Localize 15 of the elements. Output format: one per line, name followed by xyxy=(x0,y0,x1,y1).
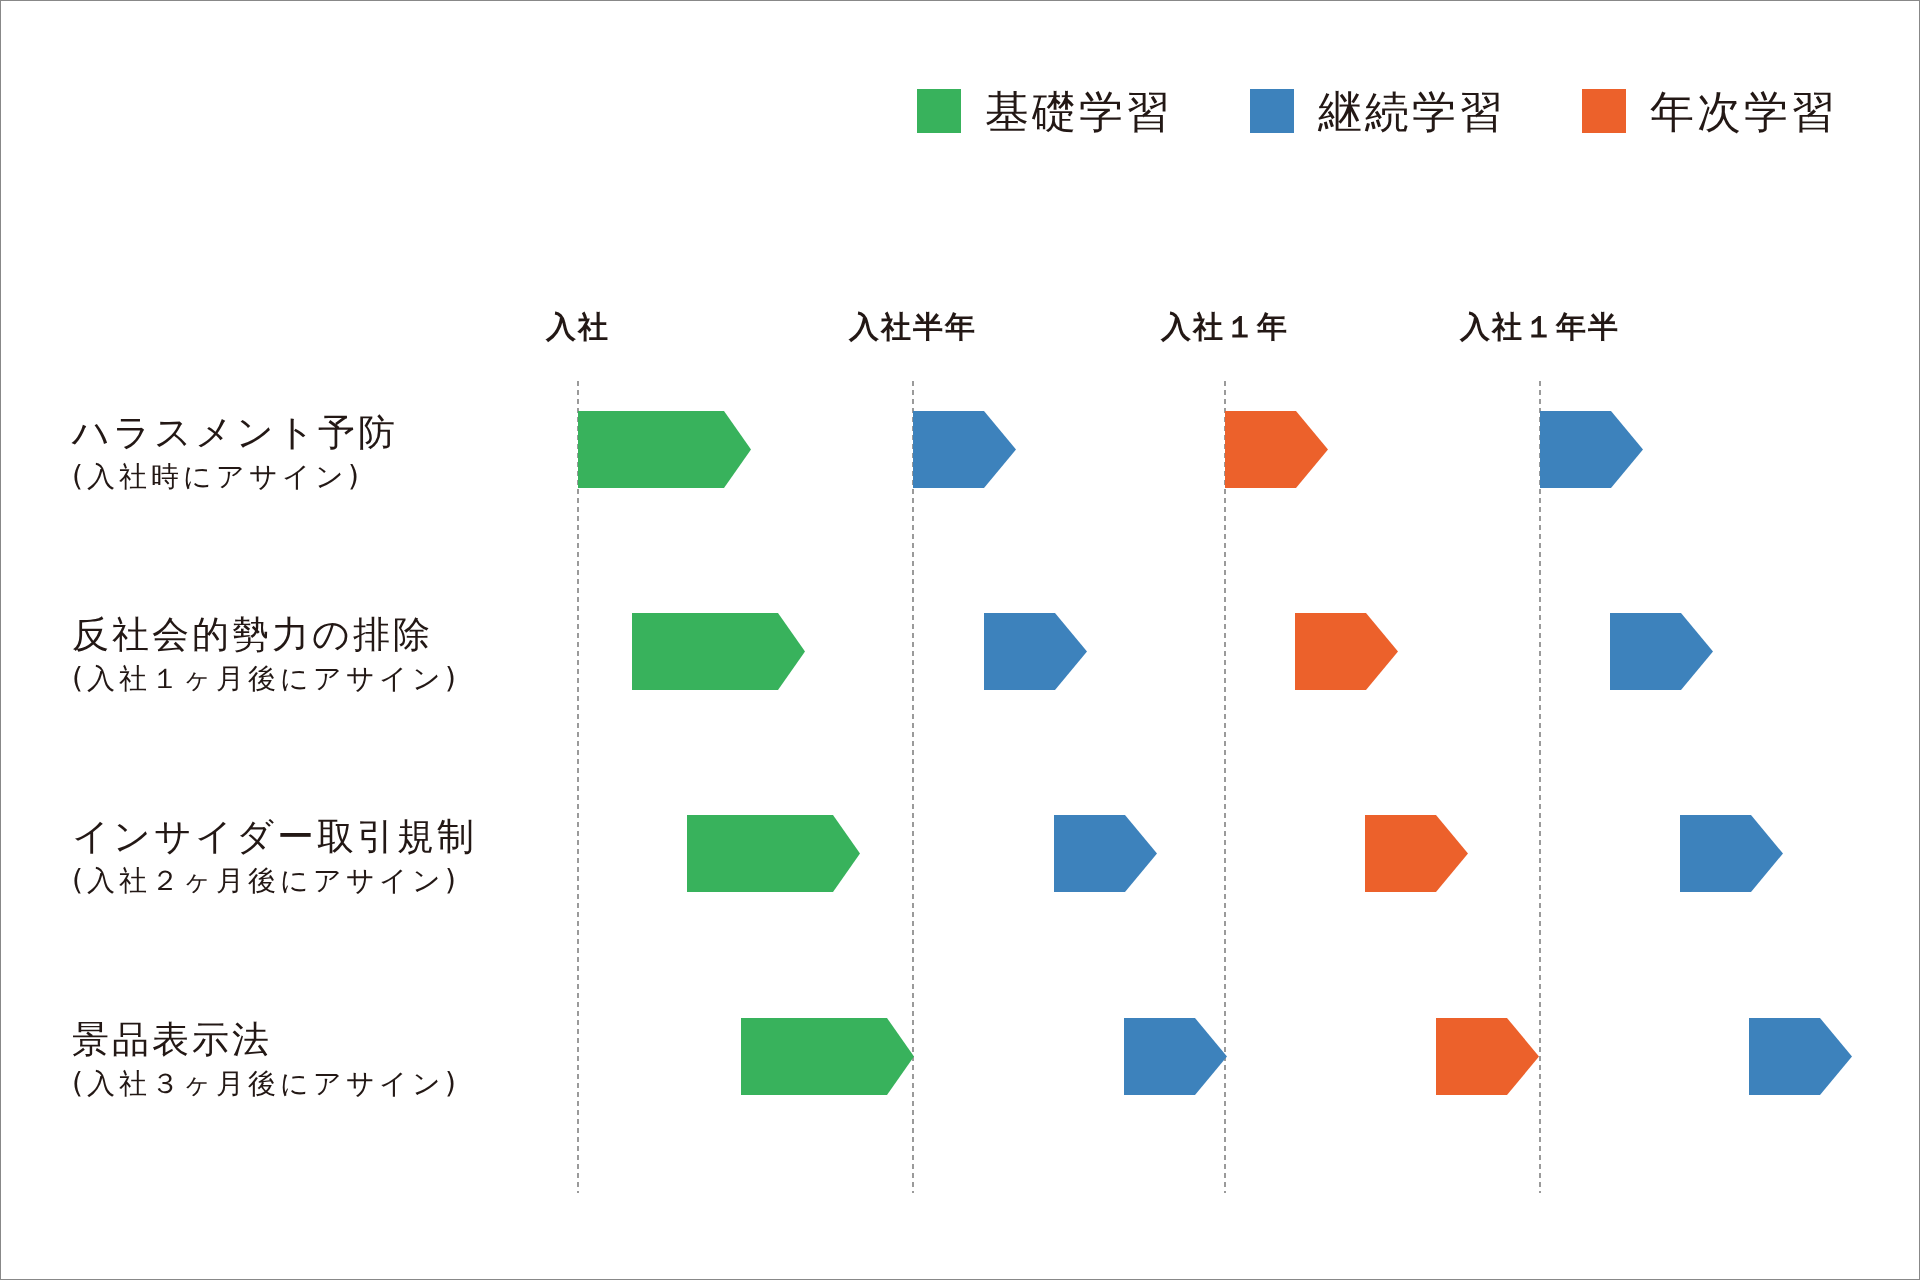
milestone-label: 入社半年 xyxy=(849,308,977,346)
legend-label: 基礎学習 xyxy=(985,85,1173,139)
assign-timing: (入社３ヶ月後にアサイン) xyxy=(72,1066,460,1102)
course-title: ハラスメント予防 xyxy=(72,410,398,456)
legend-label: 継続学習 xyxy=(1318,85,1506,139)
course-title: 景品表示法 xyxy=(72,1017,272,1063)
assign-timing: (入社１ヶ月後にアサイン) xyxy=(72,661,460,697)
milestone-label: 入社１年半 xyxy=(1460,308,1620,346)
course-title: 反社会的勢力の排除 xyxy=(72,612,433,658)
legend-label: 年次学習 xyxy=(1650,85,1838,139)
assign-timing: (入社時にアサイン) xyxy=(72,459,363,495)
milestone-label: 入社 xyxy=(546,308,610,346)
assign-timing: (入社２ヶ月後にアサイン) xyxy=(72,863,460,899)
milestone-label: 入社１年 xyxy=(1161,308,1289,346)
course-title: インサイダー取引規制 xyxy=(72,814,477,860)
